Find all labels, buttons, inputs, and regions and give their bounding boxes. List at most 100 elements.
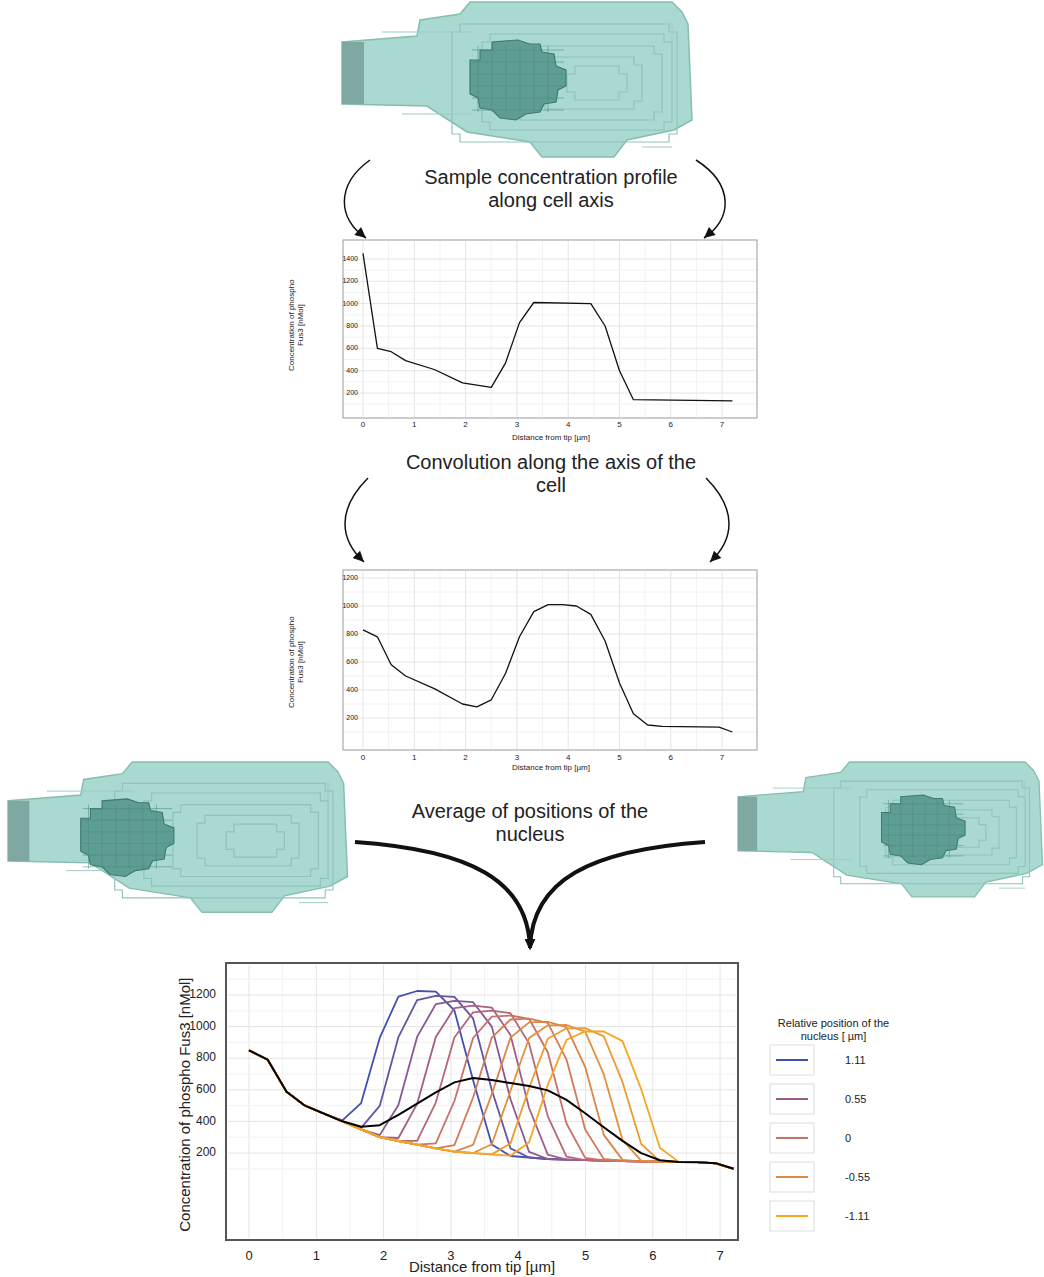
arrow-head: [710, 551, 721, 562]
arrow-head: [525, 939, 535, 950]
nucleus-position-curve: [249, 1016, 734, 1169]
cell-illustration: [738, 762, 1043, 897]
nucleus-voxel: [472, 62, 564, 63]
nucleus-body: [882, 795, 966, 865]
arrow-head: [353, 551, 364, 562]
nucleus-voxel: [472, 74, 564, 75]
arrow-head: [704, 227, 716, 238]
y-tick-label: 200: [196, 1146, 216, 1160]
x-tick-label: 1: [412, 420, 416, 429]
grid-line: [722, 241, 723, 417]
cell-body: [8, 762, 348, 912]
grid-line: [344, 648, 756, 649]
nucleus-position-curve: [249, 1028, 734, 1169]
grid-line: [344, 690, 756, 691]
grid-line: [383, 965, 384, 1238]
convolved-curve: [363, 605, 732, 732]
nucleus-position-curve: [249, 991, 734, 1169]
legend-key: [770, 1201, 814, 1231]
grid-line: [228, 1168, 736, 1169]
nucleus-voxel: [472, 86, 564, 87]
nucleus-position-curve: [249, 1025, 734, 1169]
grid-line: [316, 965, 317, 1238]
grid-line: [344, 270, 756, 271]
grid-line: [465, 241, 466, 417]
cell-edge: [382, 22, 672, 147]
nucleus-voxel: [83, 855, 172, 856]
y-tick-label: 600: [196, 1083, 216, 1097]
grid-line: [228, 1137, 736, 1138]
nucleus-voxel: [883, 845, 963, 846]
nucleus-voxel: [883, 814, 963, 815]
nucleus-voxel: [156, 805, 157, 869]
y-axis-title: Concentration of phospho Fus3 [nMol]: [287, 607, 305, 717]
nucleus-voxel: [83, 831, 172, 832]
y-tick-label: 1200: [342, 574, 358, 582]
grid-line: [491, 241, 492, 417]
grid-line: [344, 393, 756, 394]
nucleus-voxel: [534, 46, 535, 112]
x-tick-label: 4: [566, 420, 570, 429]
grid-line: [228, 995, 736, 996]
nucleus-voxel: [883, 835, 963, 836]
flow-arrow: [345, 478, 368, 562]
y-tick-label: 600: [346, 344, 358, 352]
nucleus-voxel: [492, 46, 493, 112]
y-tick-label: 400: [346, 686, 358, 694]
legend-key: [770, 1123, 814, 1153]
nucleus-position-curve: [249, 1019, 734, 1169]
grid-line: [518, 965, 519, 1238]
grid-line: [619, 571, 620, 749]
grid-line: [619, 965, 620, 1238]
nucleus: [81, 799, 174, 877]
cell-layer: [860, 790, 1025, 874]
grid-line: [249, 965, 250, 1238]
nucleus-voxel: [888, 800, 889, 857]
x-tick-label: 1: [412, 753, 416, 762]
grid-line: [686, 965, 687, 1238]
x-tick-label: 7: [716, 1249, 723, 1264]
x-tick-label: 7: [720, 420, 724, 429]
x-tick-label: 0: [361, 753, 365, 762]
nucleus-voxel: [937, 800, 938, 857]
grid-line: [568, 571, 569, 749]
nucleus-voxel: [883, 824, 963, 825]
nucleus-voxel: [472, 110, 564, 111]
grid-line: [585, 965, 586, 1238]
nucleus-voxel: [478, 46, 479, 112]
legend-line-sample: [776, 1098, 808, 1100]
y-tick-label: 200: [346, 389, 358, 397]
nucleus-voxel: [83, 808, 172, 809]
grid-line: [228, 1074, 736, 1075]
grid-line: [344, 359, 756, 360]
legend-text: 0.55: [845, 1093, 866, 1106]
chart-frame: [226, 963, 738, 1240]
grid-line: [344, 732, 756, 733]
flow-arrow: [355, 842, 530, 948]
x-axis-title: Distance from tip [µm]: [512, 433, 590, 442]
legend-line-sample: [776, 1137, 808, 1139]
grid-line: [439, 241, 440, 417]
nucleus-voxel: [472, 98, 564, 99]
nucleus: [470, 40, 566, 120]
nucleus-voxel: [129, 805, 130, 869]
x-tick-label: 2: [463, 753, 467, 762]
grid-line: [619, 241, 620, 417]
arrow-head: [354, 227, 366, 238]
nucleus-voxel: [949, 800, 950, 857]
x-tick-label: 0: [245, 1249, 252, 1264]
grid-line: [696, 241, 697, 417]
grid-line: [344, 634, 756, 635]
nucleus-voxel: [83, 843, 172, 844]
y-axis-title: Concentration of phospho Fus3 [nMol]: [287, 270, 305, 380]
x-tick-label: 5: [617, 420, 621, 429]
grid-line: [344, 381, 756, 382]
grid-line: [344, 325, 756, 326]
y-tick-label: 800: [346, 630, 358, 638]
x-tick-label: 6: [669, 753, 673, 762]
nucleus-position-curve: [249, 1001, 734, 1169]
average-curve: [249, 1050, 734, 1169]
cell-illustration: [342, 2, 692, 157]
step-caption: Sample concentration profile along cell …: [401, 166, 701, 212]
nucleus-voxel: [142, 805, 143, 869]
